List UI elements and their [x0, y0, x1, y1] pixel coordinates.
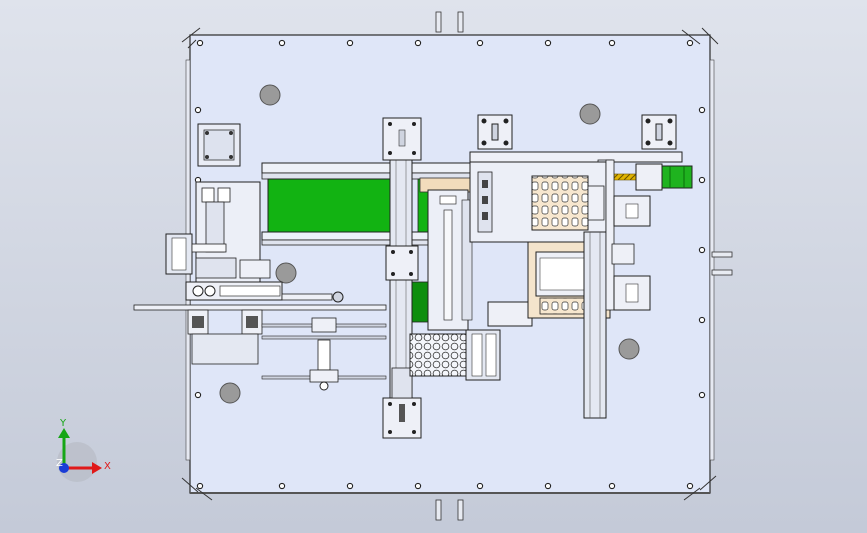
axis-label-y: Y [59, 418, 67, 429]
bolt-hole [698, 246, 706, 254]
bolt-hole [196, 482, 204, 490]
parts-tray[interactable] [409, 301, 533, 381]
bolt-hole [414, 482, 422, 490]
bolt-hole [698, 391, 706, 399]
bolt-hole [608, 39, 616, 47]
sensor-mount-block[interactable] [197, 123, 241, 167]
bolt-hole [346, 482, 354, 490]
bolt-hole [698, 176, 706, 184]
bolt-hole [194, 106, 202, 114]
bolt-hole [698, 316, 706, 324]
axis-triad: Y X Z [56, 418, 111, 482]
vertical-linear-axis[interactable] [382, 117, 422, 439]
bolt-hole [608, 482, 616, 490]
bolt-hole [194, 391, 202, 399]
axis-label-x: X [104, 461, 111, 472]
bolt-hole [346, 39, 354, 47]
bolt-hole [278, 482, 286, 490]
bolt-hole [414, 39, 422, 47]
mounting-pins [435, 11, 733, 521]
large-holes [219, 84, 640, 404]
bolt-hole [196, 39, 204, 47]
bolt-hole [686, 39, 694, 47]
left-feeder-mechanism[interactable] [133, 181, 387, 365]
bolt-hole [686, 482, 694, 490]
right-tray-module[interactable] [469, 159, 651, 419]
belt-pulley-system [261, 317, 387, 391]
bolt-hole [544, 39, 552, 47]
bolt-hole [476, 482, 484, 490]
axis-label-z: Z [56, 458, 63, 469]
bolt-hole [698, 106, 706, 114]
bolt-hole [544, 482, 552, 490]
top-brackets [477, 114, 677, 150]
slotted-bracket [427, 189, 473, 331]
bolt-hole [278, 39, 286, 47]
bolt-hole [476, 39, 484, 47]
corner-standoffs [181, 27, 719, 501]
pneumatic-cylinder [281, 291, 344, 303]
